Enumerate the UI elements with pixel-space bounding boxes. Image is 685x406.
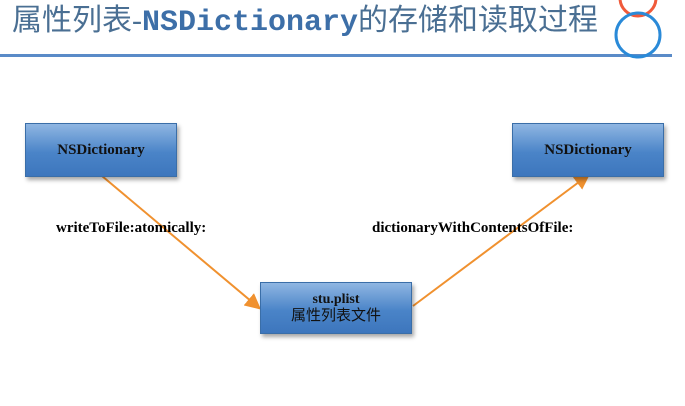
page-title: 属性列表-NSDictionary的存储和读取过程 bbox=[12, 4, 642, 40]
read-method-label: dictionaryWithContentsOfFile: bbox=[372, 220, 574, 236]
title-divider bbox=[0, 54, 672, 57]
write-arrow bbox=[101, 175, 262, 310]
logo-icon bbox=[614, 0, 662, 59]
title-prefix: 属性列表- bbox=[12, 4, 142, 37]
source-label: NSDictionary bbox=[57, 141, 145, 158]
read-arrow bbox=[412, 173, 591, 307]
target-label: NSDictionary bbox=[544, 141, 632, 158]
target-dictionary-node: NSDictionary bbox=[512, 123, 664, 177]
source-dictionary-node: NSDictionary bbox=[25, 123, 177, 177]
title-suffix: 的存储和读取过程 bbox=[358, 4, 599, 37]
file-desc: 属性列表文件 bbox=[290, 308, 381, 324]
write-method-label: writeToFile:atomically: bbox=[56, 220, 207, 236]
file-name: stu.plist bbox=[312, 292, 360, 307]
title-class: NSDictionary bbox=[142, 6, 359, 40]
